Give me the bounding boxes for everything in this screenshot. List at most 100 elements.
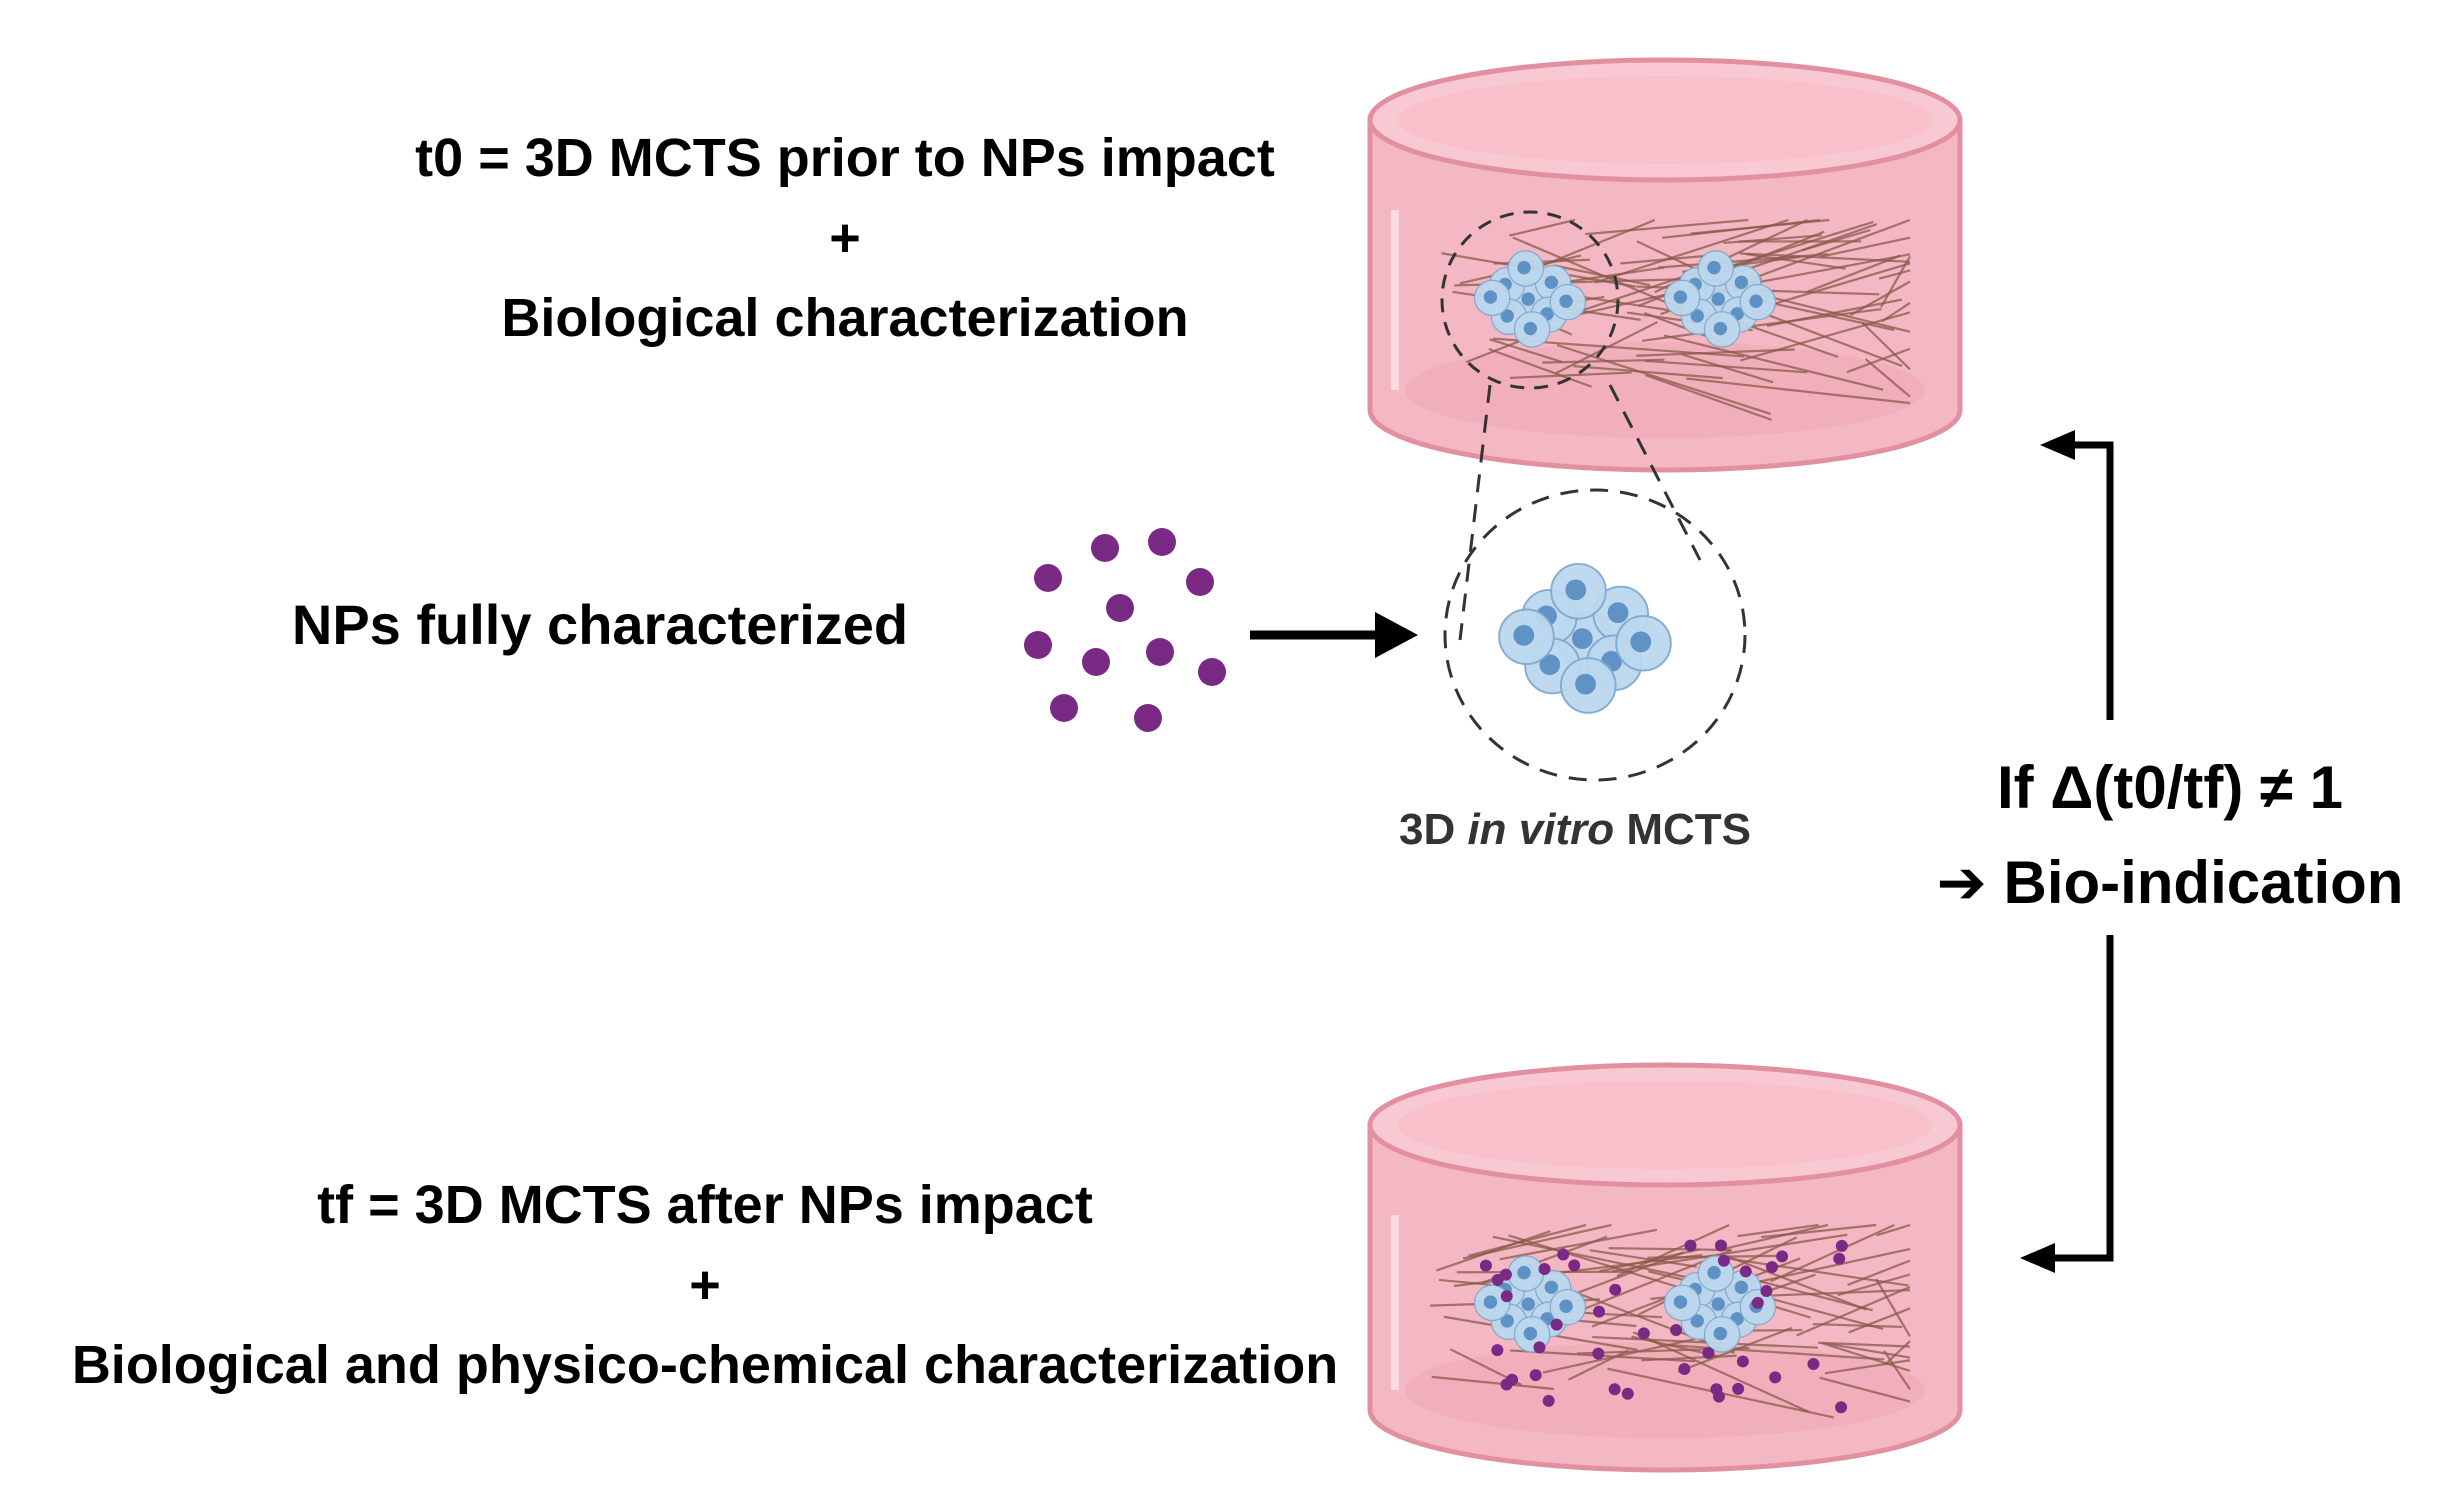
tf-plus: +	[689, 1255, 721, 1315]
collagen-fiber	[1620, 254, 1705, 265]
collagen-fiber	[1489, 338, 1563, 364]
collagen-fiber	[1848, 1307, 1911, 1334]
cell-nucleus	[1571, 628, 1593, 650]
nanoparticle	[1198, 658, 1226, 686]
zoom-circle	[1443, 488, 1747, 782]
nanoparticle	[1529, 1369, 1542, 1382]
nanoparticle	[1717, 1254, 1730, 1267]
condition-box: If Δ(t0/tf) ≠ 1 ➔ Bio-indication	[1880, 740, 2460, 930]
collagen-fiber	[1612, 1233, 1848, 1273]
caption-suffix: MCTS	[1626, 805, 1752, 854]
zoom-guide-left	[1458, 384, 1492, 641]
collagen-fiber	[1585, 218, 1749, 236]
cell-nucleus	[1517, 1265, 1531, 1280]
connector-lower	[2050, 935, 2114, 1262]
right-arrow-icon: ➔	[1936, 849, 1987, 916]
cell-nucleus	[1607, 602, 1629, 624]
nanoparticle	[1533, 1341, 1546, 1354]
collagen-fiber	[1884, 1340, 1911, 1366]
collagen-fiber	[1667, 1343, 1885, 1361]
collagen-fiber	[1499, 1228, 1658, 1261]
nanoparticle	[1506, 1373, 1519, 1386]
nanoparticle	[1148, 528, 1176, 556]
cell-nucleus	[1575, 673, 1596, 695]
connector-lower-arrowhead	[2020, 1243, 2055, 1273]
nanoparticle	[1765, 1261, 1778, 1274]
nanoparticle	[1146, 638, 1174, 666]
collagen-fiber	[1509, 218, 1576, 237]
nanoparticle	[1568, 1259, 1581, 1272]
cell-nucleus	[1513, 625, 1535, 646]
collagen-fiber	[1644, 359, 1808, 374]
collagen-fiber	[1720, 1223, 1829, 1251]
cell-nucleus	[1690, 1314, 1704, 1328]
nanoparticle	[1833, 1252, 1846, 1265]
cell-nucleus	[1523, 1326, 1538, 1341]
mcts-spheroid-magnified	[1498, 562, 1672, 714]
dish-rim-inner	[1398, 76, 1932, 164]
collagen-fiber	[1861, 322, 1911, 371]
collagen-fiber	[1636, 348, 1795, 357]
nanoparticle	[1050, 694, 1078, 722]
collagen-fiber	[1559, 266, 1665, 284]
cell-nucleus	[1707, 260, 1721, 275]
cell-nucleus	[1673, 290, 1688, 304]
nanoparticle	[1542, 1394, 1555, 1407]
tf-title: tf = 3D MCTS after NPs impact	[317, 1175, 1093, 1235]
collagen-fiber	[1806, 254, 1901, 293]
collagen-fiber	[1875, 1278, 1911, 1338]
nanoparticle-cluster	[1024, 528, 1226, 732]
collagen-fiber	[1462, 1223, 1612, 1260]
cell-nucleus	[1707, 1265, 1721, 1280]
nanoparticle	[1034, 564, 1062, 592]
collagen-fiber	[1662, 218, 1820, 239]
collagen-fiber	[1709, 1254, 1909, 1287]
bio-indication-label: Bio-indication	[2003, 849, 2404, 916]
nanoparticle	[1609, 1283, 1622, 1296]
cell-nucleus	[1559, 294, 1573, 308]
collagen-fiber	[1431, 1375, 1555, 1391]
nanoparticle	[1732, 1382, 1745, 1395]
cell-nucleus	[1565, 579, 1587, 601]
t0-description: t0 = 3D MCTS prior to NPs impact + Biolo…	[250, 118, 1440, 358]
cell-nucleus	[1544, 275, 1559, 290]
collagen-fiber	[1556, 343, 1772, 416]
collagen-fiber	[1542, 358, 1665, 364]
t0-title: t0 = 3D MCTS prior to NPs impact	[415, 128, 1275, 188]
collagen-fiber	[1846, 347, 1911, 374]
collagen-fiber	[1745, 252, 1911, 263]
tf-description: tf = 3D MCTS after NPs impact + Biologic…	[10, 1165, 1400, 1405]
culture-dish-t0	[1367, 57, 1963, 473]
dish-rim-inner	[1398, 1081, 1932, 1169]
cell-nucleus	[1523, 321, 1538, 336]
collagen-fiber	[1812, 1322, 1903, 1329]
nanoparticle	[1684, 1239, 1697, 1252]
nanoparticle	[1479, 1259, 1492, 1272]
cell-nucleus	[1500, 309, 1514, 323]
cell-nucleus	[1483, 290, 1498, 304]
cell-nucleus	[1690, 309, 1704, 323]
nanoparticle	[1621, 1387, 1634, 1400]
nanoparticle	[1091, 534, 1119, 562]
nanoparticle	[1736, 1355, 1749, 1368]
nanoparticle	[1739, 1265, 1752, 1278]
nanoparticle	[1670, 1324, 1683, 1337]
collagen-fiber	[1822, 1342, 1911, 1372]
nanoparticle	[1106, 594, 1134, 622]
nanoparticle	[1557, 1248, 1570, 1261]
tf-characterization: Biological and physico-chemical characte…	[71, 1335, 1339, 1395]
cell-nucleus	[1483, 1295, 1498, 1309]
collagen-fiber	[1589, 1249, 1697, 1268]
condition-formula: If Δ(t0/tf) ≠ 1	[1996, 754, 2344, 821]
collagen-fiber	[1819, 1376, 1911, 1403]
nps-label: NPs fully characterized	[291, 593, 909, 656]
cell-nucleus	[1559, 1299, 1573, 1313]
nanoparticle	[1134, 704, 1162, 732]
nanoparticle	[1751, 1296, 1764, 1309]
collagen-fiber	[1723, 234, 1822, 245]
collagen-fiber	[1824, 1359, 1911, 1375]
nanoparticle	[1082, 648, 1110, 676]
nanoparticle	[1550, 1318, 1563, 1331]
nanoparticle	[1608, 1383, 1621, 1396]
